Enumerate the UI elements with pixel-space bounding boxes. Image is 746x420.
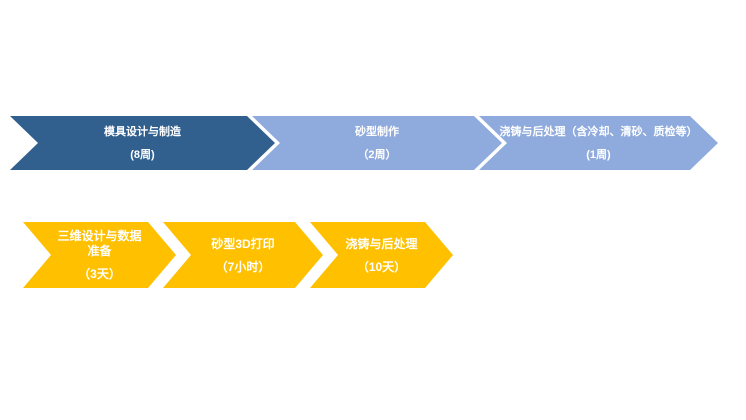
chevron-3d-design-data-prep: 三维设计与数据 准备 （3天） bbox=[23, 222, 176, 288]
step-duration: (8周) bbox=[130, 148, 155, 161]
chevron-casting-post-processing: 浇铸与后处理（含冷却、清砂、质检等） (1周) bbox=[479, 116, 718, 170]
step-title: 砂型制作 bbox=[355, 125, 399, 138]
step-duration: （10天） bbox=[356, 259, 407, 274]
chevron-sand-mold-making: 砂型制作 （2周） bbox=[252, 116, 502, 170]
chevron-casting-post-processing-rapid: 浇铸与后处理 （10天） bbox=[310, 222, 453, 288]
step-title: 砂型3D打印 bbox=[211, 236, 275, 251]
step-duration: （3天） bbox=[78, 267, 121, 281]
chevron-sand-mold-3d-printing: 砂型3D打印 （7小时） bbox=[163, 222, 323, 288]
chevron-mold-design-manufacturing: 模具设计与制造 (8周) bbox=[10, 116, 275, 170]
step-duration: （7小时） bbox=[215, 259, 271, 274]
step-duration: （2周） bbox=[357, 148, 397, 161]
step-title: 三维设计与数据 准备 bbox=[57, 229, 142, 258]
step-duration: (1周) bbox=[586, 148, 611, 161]
step-title: 模具设计与制造 bbox=[104, 125, 181, 138]
step-title: 浇铸与后处理 bbox=[345, 236, 418, 251]
step-title: 浇铸与后处理（含冷却、清砂、质检等） bbox=[499, 125, 698, 138]
